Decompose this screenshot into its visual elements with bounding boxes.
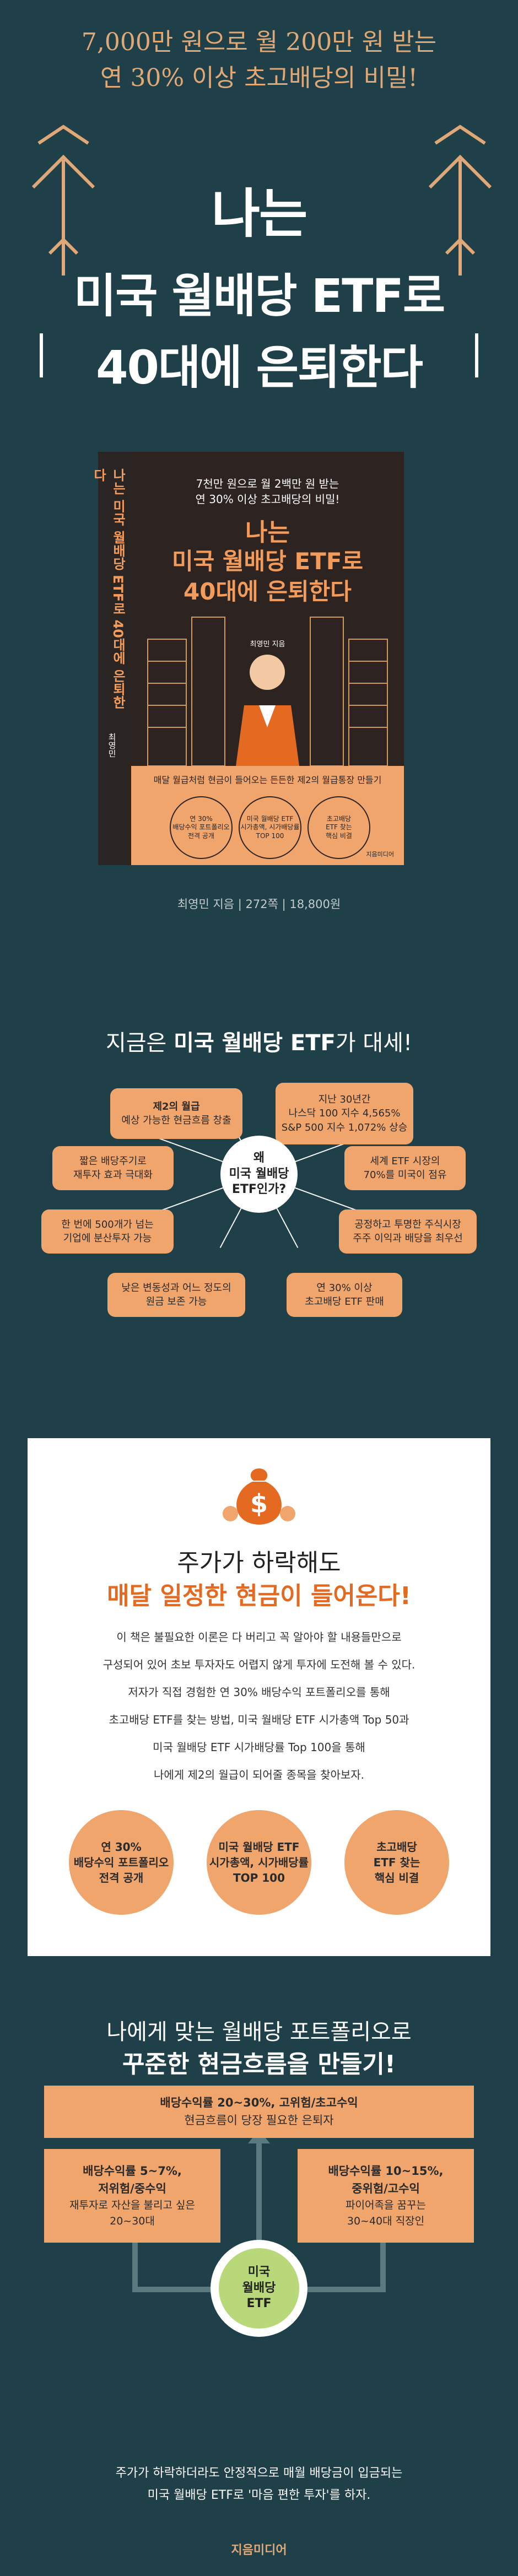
trend-section: 지금은 미국 월배당 ETF가 대세! 제2의 월급 예상 가능한 현금흐름 창… xyxy=(0,962,518,1427)
top-box-title: 배당수익률 20~30%, 고위험/초고수익 xyxy=(160,2096,358,2109)
book-title-1: 나는 xyxy=(245,519,290,547)
band-circle-1: 연 30% 배당수익 포트폴리오 전격 공개 xyxy=(170,796,233,859)
portfolio-section: 나에게 맞는 월배당 포트폴리오로 꾸준한 현금흐름을 만들기! 배당수익률 2… xyxy=(0,1981,518,2576)
headline-bold: 미국 월배당 ETF xyxy=(174,1030,336,1056)
portfolio-top-box: 배당수익률 20~30%, 고위험/초고수익 현금흐름이 당장 필요한 은퇴자 xyxy=(44,2086,474,2138)
hero-section: 7,000만 원으로 월 200만 원 받는 연 30% 이상 초고배당의 비밀… xyxy=(0,0,518,962)
book-top-2: 연 30% 이상 초고배당의 비밀! xyxy=(195,493,340,506)
portfolio-right-box: 배당수익률 10~15%, 중위험/고수익 파이어족을 꿈꾸는 30~40대 직… xyxy=(298,2149,474,2243)
publisher-logo: 지음미디어 xyxy=(231,2543,287,2557)
book-top-1: 7천만 원으로 월 2백만 원 받는 xyxy=(196,477,339,490)
band-publisher: 지음미디어 xyxy=(366,851,394,858)
trend-item-1: 제2의 월급 예상 가능한 현금흐름 창출 xyxy=(110,1088,242,1139)
hero-tagline-1: 7,000만 원으로 월 200만 원 받는 xyxy=(81,28,437,56)
trend-item-7: 낮은 변동성과 어느 정도의 원금 보존 가능 xyxy=(107,1273,245,1317)
promise-section: $ 주가가 하락해도 매달 일정한 현금이 들어온다! 이 책은 불필요한 이론… xyxy=(0,1427,518,1981)
left-box-title: 배당수익률 5~7%, 저위험/중수익 xyxy=(83,2164,182,2195)
portfolio-note-1: 주가가 하락하더라도 안정적으로 매월 배당금이 입금되는 xyxy=(115,2466,403,2480)
trend-item-8: 연 30% 이상 초고배당 ETF 판매 xyxy=(287,1273,402,1317)
left-box-subtitle: 재투자로 자산을 불리고 싶은 20~30대 xyxy=(69,2199,195,2227)
trend-item-6: 공정하고 투명한 주식시장 주주 이익과 배당을 최우선 xyxy=(339,1209,477,1254)
portfolio-center-ring: 미국 월배당 ETF xyxy=(211,2240,307,2337)
trend-item-1-bold: 제2의 월급 xyxy=(153,1100,200,1113)
portfolio-center: 미국 월배당 ETF xyxy=(219,2248,299,2329)
up-arrow-icon xyxy=(428,125,492,276)
headline-pre: 지금은 xyxy=(105,1030,174,1056)
book-author: 최영민 지음 xyxy=(250,640,285,649)
trend-headline: 지금은 미국 월배당 ETF가 대세! xyxy=(0,1025,518,1057)
bar-right xyxy=(475,333,478,377)
spine-title: 나는 미국 월배당 ETF로 40대에 은퇴한다 xyxy=(91,468,126,709)
trend-item-5: 한 번에 500개가 넘는 기업에 분산투자 가능 xyxy=(41,1209,174,1254)
right-box-subtitle: 파이어족을 꿈꾸는 30~40대 직장인 xyxy=(346,2199,426,2227)
portfolio-heading-2: 꾸준한 현금흐름을 만들기! xyxy=(122,2050,396,2078)
promise-card: $ 주가가 하락해도 매달 일정한 현금이 들어온다! 이 책은 불필요한 이론… xyxy=(28,1438,490,1956)
trend-item-4: 세계 ETF 시장의 70%를 미국이 점유 xyxy=(344,1146,466,1190)
headline-post: 가 대세! xyxy=(335,1030,413,1056)
book-band: 매달 월급처럼 현금이 들어오는 든든한 제2의 월급통장 만들기 연 30% … xyxy=(131,766,404,865)
svg-text:$: $ xyxy=(250,1489,268,1519)
promise-heading-1: 주가가 하락해도 xyxy=(177,1549,341,1577)
hero-title-1: 나는 xyxy=(211,183,308,245)
up-arrow-icon xyxy=(31,125,95,276)
book-credit: 최영민 지음 | 272쪽 | 18,800원 xyxy=(177,898,341,911)
book-cover: 나는 미국 월배당 ETF로 40대에 은퇴한다 최영민 7천만 원으로 월 2… xyxy=(91,452,404,865)
promise-line: 나에게 제2의 월급이 되어줄 종목을 찾아보자. xyxy=(153,1768,365,1781)
hero-title-2: 미국 월배당 ETF로 xyxy=(73,269,445,323)
promise-circle-1: 연 30% 배당수익 포트폴리오 전격 공개 xyxy=(69,1810,174,1915)
hero-title-3: 40대에 은퇴한다 xyxy=(96,341,423,395)
bar-left xyxy=(40,333,43,377)
band-text: 매달 월급처럼 현금이 들어오는 든든한 제2의 월급통장 만들기 xyxy=(153,775,382,785)
promise-circle-3: 초고배당 ETF 찾는 핵심 비결 xyxy=(344,1810,449,1915)
band-circle-3: 초고배당 ETF 찾는 핵심 비결 xyxy=(307,796,370,859)
right-box-title: 배당수익률 10~15%, 중위험/고수익 xyxy=(328,2164,444,2195)
trend-item-3: 짧은 배당주기로 재투자 효과 극대화 xyxy=(52,1146,174,1190)
money-bag-icon: $ xyxy=(223,1468,295,1525)
trend-item-2: 지난 30년간 나스닥 100 지수 4,565% S&P 500 지수 1,0… xyxy=(276,1083,413,1144)
top-box-subtitle: 현금흐름이 당장 필요한 은퇴자 xyxy=(184,2113,334,2127)
portfolio-heading-1: 나에게 맞는 월배당 포트폴리오로 xyxy=(106,2019,412,2045)
promise-line: 저자가 직접 경험한 연 30% 배당수익 포트폴리오를 통해 xyxy=(128,1686,390,1699)
city-illustration xyxy=(147,617,388,766)
promise-line: 초고배당 ETF를 찾는 방법, 미국 월배당 ETF 시가총액 Top 50과 xyxy=(109,1713,409,1726)
promise-circle-2: 미국 월배당 ETF 시가총액, 시가배당률 TOP 100 xyxy=(207,1810,311,1915)
spine-author: 최영민 xyxy=(107,733,117,758)
promise-heading-2: 매달 일정한 현금이 들어온다! xyxy=(107,1582,411,1610)
hero-tagline-2: 연 30% 이상 초고배당의 비밀! xyxy=(100,64,418,92)
portfolio-note-2: 미국 월배당 ETF로 '마음 편한 투자'를 하자. xyxy=(147,2488,371,2502)
promise-line: 구성되어 있어 초보 투자자도 어렵지 않게 투자에 도전해 볼 수 있다. xyxy=(102,1658,416,1671)
trend-center: 왜 미국 월배당 ETF인가? xyxy=(220,1136,298,1213)
book-spine: 나는 미국 월배당 ETF로 40대에 은퇴한다 최영민 xyxy=(91,452,131,865)
promise-line: 이 책은 불필요한 이론은 다 버리고 꼭 알아야 할 내용들만으로 xyxy=(116,1630,402,1644)
book-title-3: 40대에 은퇴한다 xyxy=(184,578,352,605)
band-circle-2: 미국 월배당 ETF 시가총액, 시가배당률 TOP 100 xyxy=(239,796,301,859)
promise-line: 미국 월배당 ETF 시가배당률 Top 100을 통해 xyxy=(153,1741,365,1754)
book-title-2: 미국 월배당 ETF로 xyxy=(171,548,364,575)
portfolio-left-box: 배당수익률 5~7%, 저위험/중수익 재투자로 자산을 불리고 싶은 20~3… xyxy=(44,2149,220,2243)
trend-item-1-text: 예상 가능한 현금흐름 창출 xyxy=(121,1115,231,1126)
